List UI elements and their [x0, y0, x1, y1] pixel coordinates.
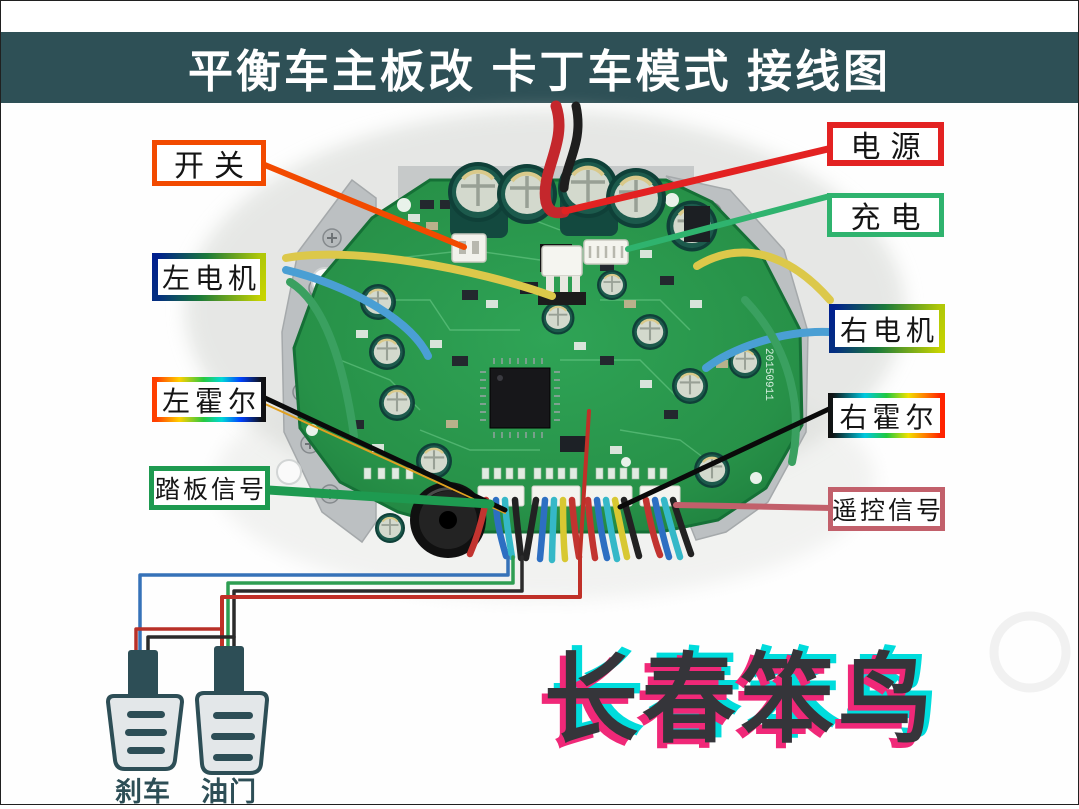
bracket-hole	[276, 459, 302, 485]
charge-connector	[583, 239, 629, 265]
pedal-signal-leader-line	[263, 485, 495, 509]
label-left-motor-text: 左电机	[162, 264, 262, 295]
brake-red-bus	[134, 627, 224, 658]
throttle-black-line	[232, 555, 524, 654]
label-power-text: 电源	[850, 131, 931, 164]
left-hall-accent-line	[264, 403, 506, 514]
label-switch-text: 开关	[174, 150, 254, 183]
brake-caption: 刹车	[115, 777, 171, 807]
right-motor-blue-wire	[702, 327, 834, 372]
callout-lines	[257, 145, 835, 514]
brake-pedal-treads	[125, 711, 167, 754]
page-title: 平衡车主板改 卡丁车模式 接线图	[187, 46, 891, 97]
label-charge: 充电	[827, 193, 944, 237]
label-left-motor: 左电机	[152, 253, 266, 301]
remote-signal-leader-line	[673, 502, 835, 511]
label-right-hall: 右霍尔	[828, 393, 945, 438]
pedals	[105, 646, 270, 775]
label-pedal-signal: 踏板信号	[149, 466, 270, 510]
pcb-traces	[339, 209, 721, 471]
faint-watermark-circle	[989, 611, 1071, 693]
label-left-hall-text: 左霍尔	[162, 386, 262, 418]
mosfet	[684, 206, 710, 242]
left-motor-yellow-wire	[282, 250, 556, 300]
mcu-chip	[480, 358, 560, 438]
pcb-board: 20150911	[292, 156, 804, 558]
throttle-green-line	[226, 555, 515, 654]
power-leader-line	[561, 145, 832, 215]
switch-leader-line	[257, 160, 467, 250]
brake-pedal-stem	[128, 650, 158, 702]
motor-wires	[282, 248, 834, 466]
label-right-motor-text: 右电机	[840, 315, 940, 347]
throttle-pedal-treads	[211, 712, 255, 761]
left-hall-leader-line	[262, 395, 508, 513]
label-remote-signal-text: 遥控信号	[832, 498, 945, 525]
label-right-hall-text: 右霍尔	[839, 402, 939, 434]
watermark-text: 长春笨鸟	[544, 644, 937, 758]
switch-connector	[451, 233, 487, 263]
title-bar: 平衡车主板改 卡丁车模式 接线图	[0, 32, 1079, 103]
label-left-hall: 左霍尔	[152, 377, 266, 422]
right-motor-yellow-wire	[693, 248, 834, 304]
right-motor-green-wire	[741, 296, 800, 466]
label-power: 电源	[827, 122, 944, 166]
label-charge-text: 充电	[850, 202, 931, 235]
brake-black-bus	[146, 635, 236, 658]
throttle-caption: 油门	[201, 777, 257, 807]
pedal-wiring-lines	[134, 409, 591, 658]
label-switch: 开关	[152, 140, 266, 186]
right-hall-leader-line	[617, 406, 832, 510]
label-right-motor: 右电机	[829, 304, 945, 353]
label-remote-signal: 遥控信号	[828, 487, 945, 531]
charge-leader-line	[625, 193, 833, 252]
label-pedal-signal-text: 踏板信号	[155, 477, 268, 504]
brake-blue-line	[138, 555, 510, 658]
battery-wires	[539, 100, 583, 219]
shared-red-line	[220, 409, 591, 654]
left-motor-blue-wire	[282, 266, 432, 360]
throttle-pedal-stem	[214, 646, 244, 702]
silkscreen-date: 20150911	[762, 348, 774, 401]
solder-pads	[363, 467, 668, 480]
left-motor-green-wire	[286, 278, 358, 440]
